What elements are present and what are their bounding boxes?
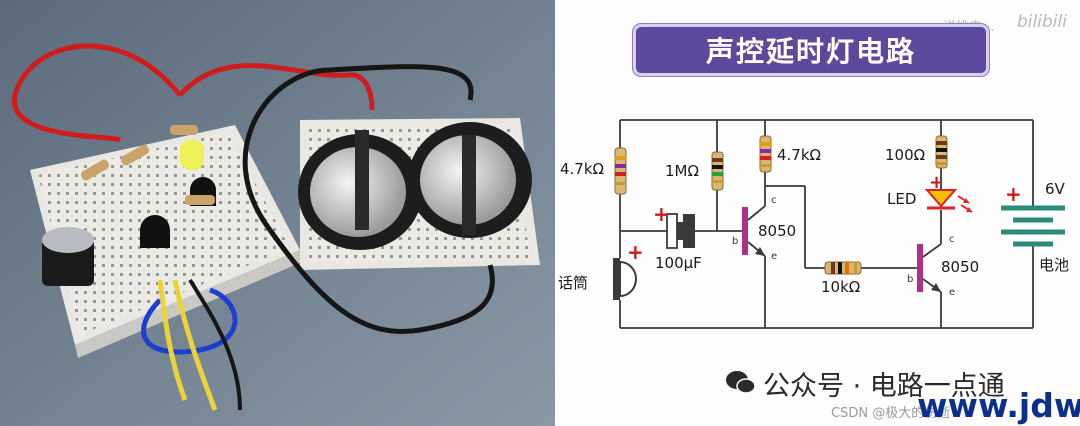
label-r2: 1MΩ bbox=[665, 162, 699, 180]
site-watermark: www.jdwx.cn bbox=[917, 386, 1080, 425]
title-banner: 声控延时灯电路 bbox=[633, 24, 989, 76]
schematic bbox=[613, 119, 1065, 329]
led-photo bbox=[180, 140, 204, 170]
resistor-r2 bbox=[711, 151, 724, 191]
resistor-r5 bbox=[824, 261, 862, 275]
led-plus: + bbox=[929, 172, 945, 193]
breadboard-illustration bbox=[0, 0, 555, 426]
wechat-watermark: 公众号 · 电路一点通 bbox=[763, 371, 1005, 402]
q2-pin-b: b bbox=[907, 274, 914, 285]
circuit-diagram-panel: 洋桃电... bilibili 声控延时灯电路 bbox=[555, 0, 1080, 426]
label-q2: 8050 bbox=[941, 258, 980, 276]
diagram-title: 声控延时灯电路 bbox=[705, 35, 916, 68]
label-r4: 100Ω bbox=[885, 146, 926, 164]
resistor-r3 bbox=[759, 135, 772, 173]
label-battery: 电池 bbox=[1039, 256, 1070, 274]
label-r1: 4.7kΩ bbox=[560, 160, 605, 178]
capacitor-symbol bbox=[666, 213, 695, 249]
circuit-wires bbox=[619, 119, 1034, 329]
label-r3: 4.7kΩ bbox=[777, 146, 822, 164]
resistor-r1 bbox=[614, 147, 627, 195]
wechat-icon bbox=[726, 371, 756, 394]
q2-pin-c: c bbox=[949, 234, 955, 245]
q1-pin-c: c bbox=[771, 195, 777, 206]
q1-pin-b: b bbox=[732, 236, 739, 247]
bilibili-watermark: bilibili bbox=[1017, 12, 1067, 32]
mic-plus: + bbox=[627, 240, 644, 264]
transistor-q2 bbox=[917, 243, 942, 293]
label-led: LED bbox=[887, 190, 917, 208]
led-symbol bbox=[924, 189, 973, 213]
label-capacitor: 100μF bbox=[655, 254, 702, 272]
battery-plus: + bbox=[1005, 182, 1022, 206]
csdn-watermark: CSDN @极大的伤逝 bbox=[831, 406, 951, 421]
microphone-symbol bbox=[613, 258, 637, 300]
battery-symbol bbox=[1001, 205, 1065, 247]
label-mic: 话筒 bbox=[558, 274, 589, 292]
capacitor-plus: + bbox=[653, 202, 670, 226]
resistor-r4 bbox=[935, 135, 948, 169]
label-q1: 8050 bbox=[758, 222, 797, 240]
q2-pin-e: e bbox=[949, 287, 956, 298]
q1-pin-e: e bbox=[771, 251, 778, 262]
transistor-q1 bbox=[742, 205, 766, 257]
label-r5: 10kΩ bbox=[821, 278, 861, 296]
label-battery-voltage: 6V bbox=[1045, 180, 1065, 198]
breadboard-photo bbox=[0, 0, 555, 426]
